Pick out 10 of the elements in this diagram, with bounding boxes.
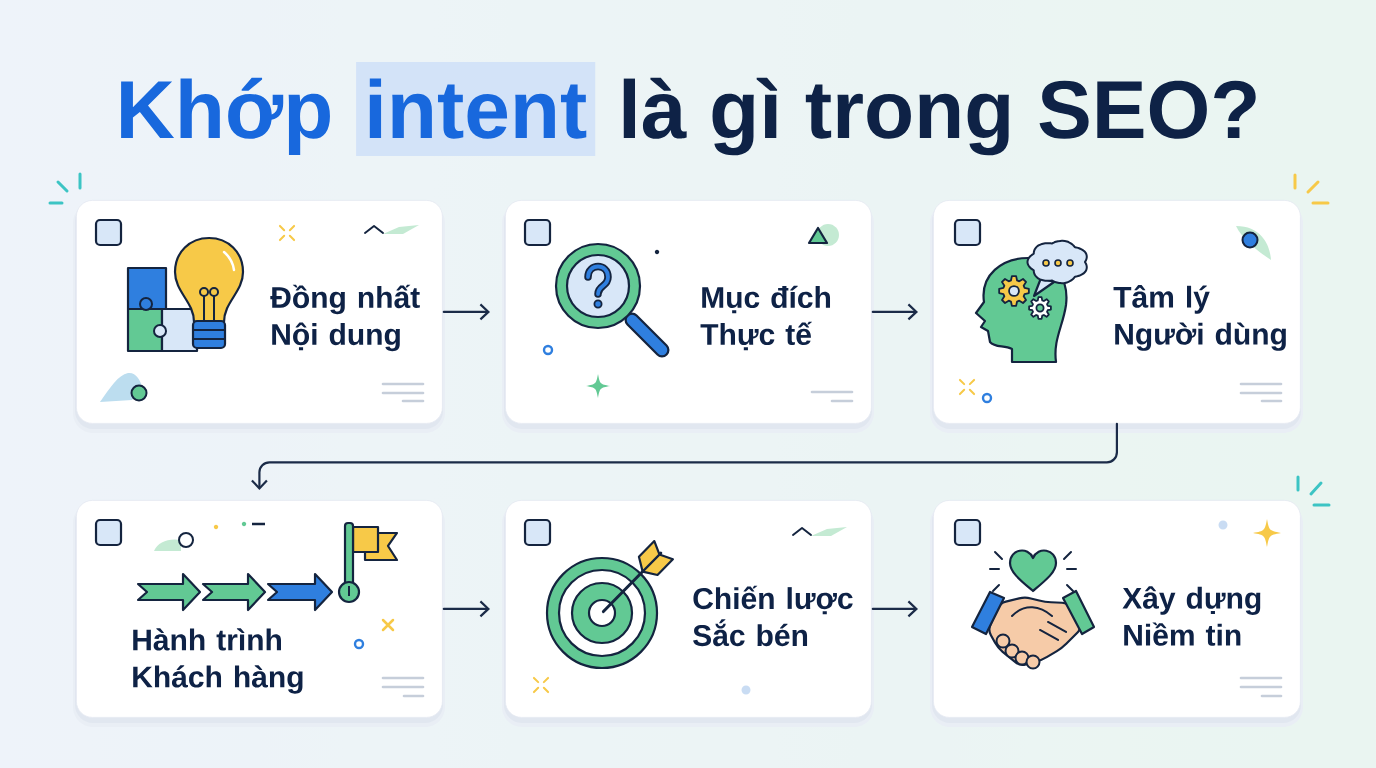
arrow (442, 303, 490, 321)
card: Hành trình Khách hàng (73, 500, 445, 727)
arrow (251, 422, 1118, 490)
title: Khớp intent là gì trong SEO? (121, 62, 1256, 156)
arrow (871, 303, 918, 321)
node-label: Hành trình Khách hàng (133, 628, 303, 694)
arrow (871, 600, 918, 618)
arrow (442, 600, 490, 618)
node-label: Đồng nhất Nội dung (270, 284, 420, 352)
card: Mục đích Thực tế (502, 200, 874, 433)
